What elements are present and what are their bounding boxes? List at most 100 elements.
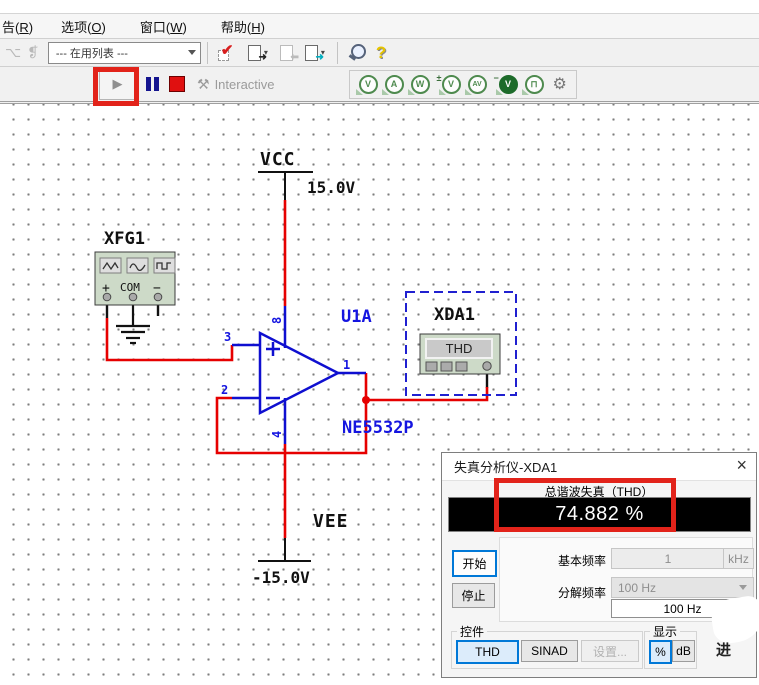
thd-value: 74.882 % (555, 503, 644, 525)
display-group-label: 显示 (650, 623, 681, 640)
in-use-list-value: --- 在用列表 --- (55, 47, 128, 60)
import-arrow-icon: ⬅ (290, 51, 299, 63)
erc-check-icon: ✔ (220, 41, 234, 59)
wrench-icon: ⚒ (197, 75, 210, 92)
pin-3-number: 3 (224, 330, 231, 344)
export-data-caret-icon[interactable]: ▾ (320, 48, 325, 57)
in-use-list-dropdown[interactable]: --- 在用列表 --- (47, 41, 201, 64)
simulation-toolbar: ▶ ⚒ Interactive V A W ±V AV −V ⊓ ⚙ (0, 67, 759, 104)
stop-simulation-button[interactable] (169, 76, 185, 92)
fundamental-unit-field[interactable]: kHz (723, 548, 754, 569)
sinad-mode-button[interactable]: SINAD (521, 640, 578, 662)
square-wave-icon (156, 262, 171, 270)
resolution-frequency-dropdown[interactable]: 100 Hz (611, 577, 754, 598)
pin-numbers: 3 2 1 8 4 (221, 317, 350, 438)
toolbar-separator (206, 41, 208, 64)
xfg1-com-terminal (128, 292, 138, 302)
export-arrow-icon: ➜ (258, 51, 267, 63)
vee-value[interactable]: -15.0V (252, 568, 310, 587)
voltage-probe-icon[interactable]: V (355, 74, 378, 95)
wire-feedback (215, 396, 368, 455)
pin-2-number: 2 (221, 383, 228, 397)
probe-toolbar-group: V A W ±V AV −V ⊓ ⚙ (348, 69, 577, 99)
dialog-titlebar[interactable]: 失真分析仪-XDA1 (442, 453, 756, 481)
export-dropdown-caret-icon[interactable]: ▾ (263, 48, 268, 57)
help-button[interactable]: ? (375, 42, 387, 62)
xda1-display: THD (446, 341, 473, 356)
create-component-icon[interactable]: ⌥ (5, 44, 22, 60)
settings-button: 设置... (581, 640, 639, 662)
menu-bar: 告(R) 选项(O) 窗口(W) 帮助(H) (0, 14, 759, 39)
xfg1-minus-terminal (153, 292, 163, 302)
vee-label[interactable]: VEE (313, 511, 349, 532)
opamp-symbol[interactable] (232, 306, 366, 444)
export-cyan-arrow-icon: ➜ (315, 51, 324, 63)
reference-probe-icon[interactable]: −V (494, 73, 518, 95)
xfg1-minus-terminal-label: − (153, 281, 161, 296)
annotation-box-run-button (93, 67, 139, 106)
menu-report[interactable]: 告(R) (2, 19, 34, 35)
current-probe-icon[interactable]: A (381, 74, 404, 95)
sine-wave-icon (129, 263, 146, 272)
database-manager-icon[interactable]: ❡ (27, 44, 39, 60)
vcc-value[interactable]: 15.0V (307, 178, 356, 197)
xda1-instrument[interactable]: THD (419, 333, 501, 375)
digital-probe-icon[interactable]: ⊓ (521, 74, 544, 95)
export-data-button[interactable]: ➜ (304, 44, 324, 62)
ground-symbol[interactable] (116, 300, 150, 345)
close-icon[interactable]: × (736, 455, 747, 475)
menu-report-label: 告( (2, 19, 20, 35)
chevron-down-icon (187, 50, 196, 59)
circuit-drawing: 3 2 1 8 4 U1A NE5532P VCC 15.0V VEE -15.… (94, 149, 517, 587)
distortion-analyzer-dialog: 失真分析仪-XDA1 × 总谐波失真（THD） 74.882 % 开始 停止 基… (441, 452, 757, 678)
menu-help[interactable]: 帮助(H) (220, 19, 265, 35)
xfg1-instrument[interactable]: + COM − (94, 251, 176, 306)
vcc-rail[interactable] (258, 171, 313, 200)
chevron-down-icon (739, 585, 747, 594)
opamp-part-number[interactable]: NE5532P (342, 418, 414, 438)
pause-simulation-button[interactable] (144, 76, 160, 93)
pin-4-number: 4 (270, 431, 284, 438)
play-icon: ▶ (112, 76, 123, 91)
xfg1-plus-terminal (102, 292, 112, 302)
vee-rail[interactable] (258, 537, 311, 562)
pin-8-number: 8 (270, 317, 284, 324)
voltage-current-probe-icon[interactable]: AV (464, 74, 487, 95)
resolution-frequency-label: 分解频率 (557, 586, 606, 600)
menu-options[interactable]: 选项(O) (61, 19, 106, 35)
db-button[interactable]: dB (672, 640, 695, 662)
percent-button[interactable]: % (649, 640, 672, 664)
vcc-label[interactable]: VCC (260, 149, 296, 170)
partial-watermark-text: 进 (716, 642, 732, 659)
export-netlist-button[interactable]: ➜ (247, 44, 267, 62)
wires-red[interactable] (105, 200, 489, 538)
differential-voltage-probe-icon[interactable]: ±V (437, 73, 461, 95)
probe-settings-gear-icon[interactable]: ⚙ (552, 76, 567, 93)
pin-1-number: 1 (343, 358, 350, 372)
xda1-button (455, 361, 468, 372)
annotation-box-thd-readout (494, 478, 676, 532)
xda1-label[interactable]: XDA1 (434, 305, 475, 325)
thd-caption: 总谐波失真（THD） (544, 485, 654, 499)
xfg1-plus-terminal-label: + (102, 281, 110, 296)
wire-output-to-xda1 (364, 373, 489, 402)
xfg1-label[interactable]: XFG1 (104, 229, 145, 249)
power-probe-icon[interactable]: W (407, 74, 430, 95)
find-component-button[interactable] (348, 43, 368, 63)
erc-check-button[interactable]: ✔ (217, 41, 238, 62)
standard-toolbar: ⌥ ❡ --- 在用列表 --- ✔ ➜ ▾ ⬅ ➜ ▾ ? (0, 39, 759, 67)
menu-window[interactable]: 窗口(W) (139, 19, 187, 35)
wire-junction-dot (362, 396, 370, 404)
opamp-refdes[interactable]: U1A (341, 307, 372, 327)
import-button-disabled: ⬅ (279, 44, 299, 62)
stop-button[interactable]: 停止 (452, 583, 495, 608)
magnifier-icon (350, 43, 366, 59)
controls-group-label: 控件 (457, 623, 488, 640)
thd-mode-button[interactable]: THD (456, 640, 519, 664)
fundamental-frequency-input[interactable]: 1 (611, 548, 725, 569)
wire-xfg-to-pin3 (105, 318, 234, 362)
xfg1-com-terminal-label: COM (120, 281, 140, 294)
interactive-mode-label[interactable]: Interactive (214, 76, 275, 92)
toolbar-separator (336, 41, 338, 64)
start-button[interactable]: 开始 (452, 550, 497, 577)
